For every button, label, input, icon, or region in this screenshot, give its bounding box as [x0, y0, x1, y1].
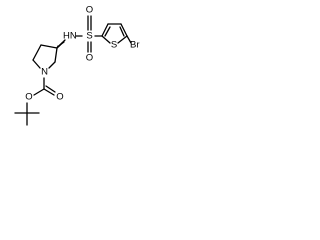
bond-layer	[14, 15, 132, 126]
atom-label-sulfonyl-s: S	[86, 31, 92, 42]
atom-label-carbonyl-o: O	[56, 92, 63, 103]
bond-pyr-n-c5	[32, 59, 41, 69]
bond-co-double-a	[43, 88, 55, 96]
atom-label-oxygen-bottom: O	[86, 53, 93, 64]
stereo-hash-wedge	[56, 41, 65, 49]
bond-pyr-c5-c4	[32, 44, 42, 61]
bond-thio-c4-c5	[120, 23, 128, 37]
bond-thio-c4-c5-double	[119, 26, 125, 37]
bond-pyr-c4-c3	[40, 44, 58, 49]
atom-label-ester-o: O	[25, 92, 32, 103]
atom-label-ring-n: N	[41, 67, 48, 78]
atom-label-bromine: Br	[130, 40, 140, 51]
bond-pyr-c2-n	[48, 61, 56, 69]
bond-thio-c2-c3	[101, 23, 109, 37]
bond-co-double-b	[45, 85, 56, 93]
atom-label-layer: HN S O O S Br N O O	[25, 5, 139, 103]
bond-thio-c2-c3-double	[104, 26, 111, 37]
bond-thio-c5-s	[117, 35, 128, 44]
bond-thio-s-c2	[101, 35, 111, 44]
chemical-structure-diagram: HN S O O S Br N O O	[14, 5, 140, 126]
atom-label-thiophene-s: S	[111, 40, 117, 51]
atom-label-oxygen-top: O	[86, 5, 93, 16]
hash-4	[59, 41, 65, 46]
atom-label-hn: HN	[63, 31, 77, 42]
bond-c-o-ester	[33, 88, 45, 96]
bond-pyr-c3-c2	[54, 47, 58, 63]
bond-c5-br	[126, 35, 132, 44]
